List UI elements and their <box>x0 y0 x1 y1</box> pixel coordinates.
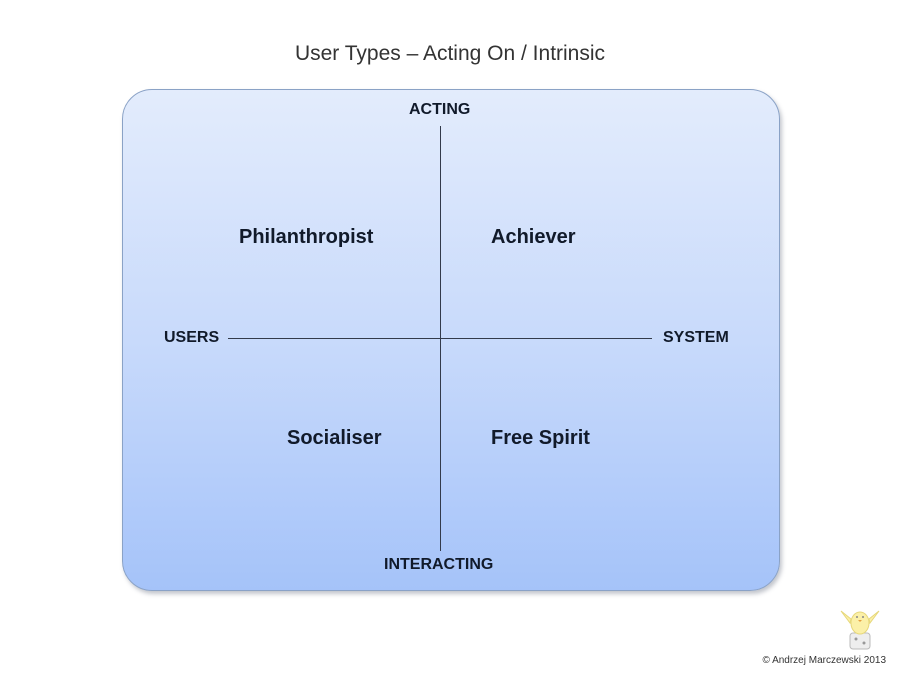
horizontal-axis <box>228 338 652 339</box>
quadrant-philanthropist: Philanthropist <box>239 226 374 248</box>
axis-label-users: USERS <box>164 329 220 346</box>
quadrant-achiever: Achiever <box>491 226 576 248</box>
axis-label-system: SYSTEM <box>663 329 729 346</box>
axis-label-acting: ACTING <box>409 101 471 118</box>
axis-label-interacting: INTERACTING <box>384 556 494 573</box>
chick-on-dice-icon <box>838 603 882 658</box>
quadrant-panel <box>122 89 780 591</box>
quadrant-free-spirit: Free Spirit <box>491 427 590 449</box>
quadrant-socialiser: Socialiser <box>287 427 382 449</box>
copyright-credit: © Andrzej Marczewski 2013 <box>762 655 886 666</box>
diagram-title: User Types – Acting On / Intrinsic <box>294 42 606 65</box>
